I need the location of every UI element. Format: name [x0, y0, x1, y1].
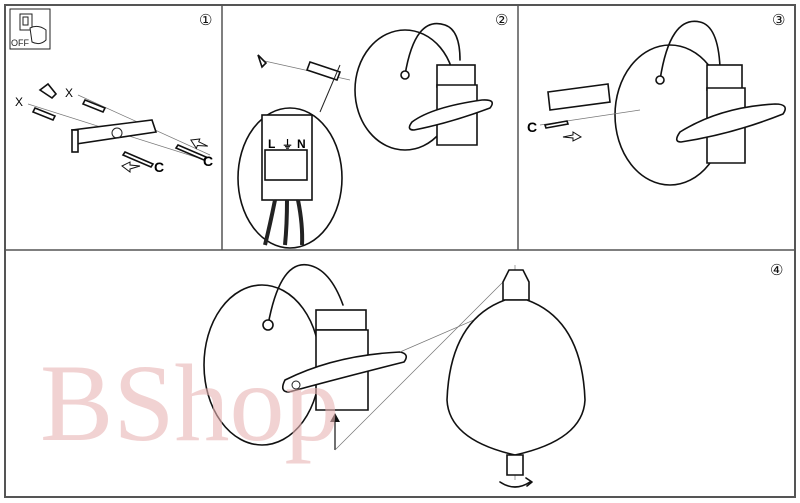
panel-frames [4, 4, 796, 498]
step-3-number: ③ [772, 12, 785, 29]
watermark: BShop [40, 342, 340, 464]
svg-text:C: C [203, 153, 213, 169]
switch-off-label: OFF [11, 38, 29, 48]
step-4-number: ④ [770, 262, 783, 279]
svg-text:C: C [154, 159, 164, 175]
svg-text:C: C [527, 119, 537, 135]
terminal-live-label: L [268, 137, 275, 151]
terminal-earth-label: ⏚ [282, 138, 293, 151]
wiring-step: L ⏚ N [237, 22, 493, 249]
mounting-bracket-assembly: X X C C [15, 82, 213, 175]
x-mark: X [65, 86, 73, 100]
power-off-icon: OFF [9, 8, 51, 50]
x-mark: X [15, 95, 23, 109]
fixing-step: C [527, 20, 786, 186]
step-2-number: ② [495, 12, 508, 29]
bulb-install-step [203, 263, 586, 488]
step-1-number: ① [199, 12, 212, 29]
terminal-neutral-label: N [297, 137, 306, 151]
